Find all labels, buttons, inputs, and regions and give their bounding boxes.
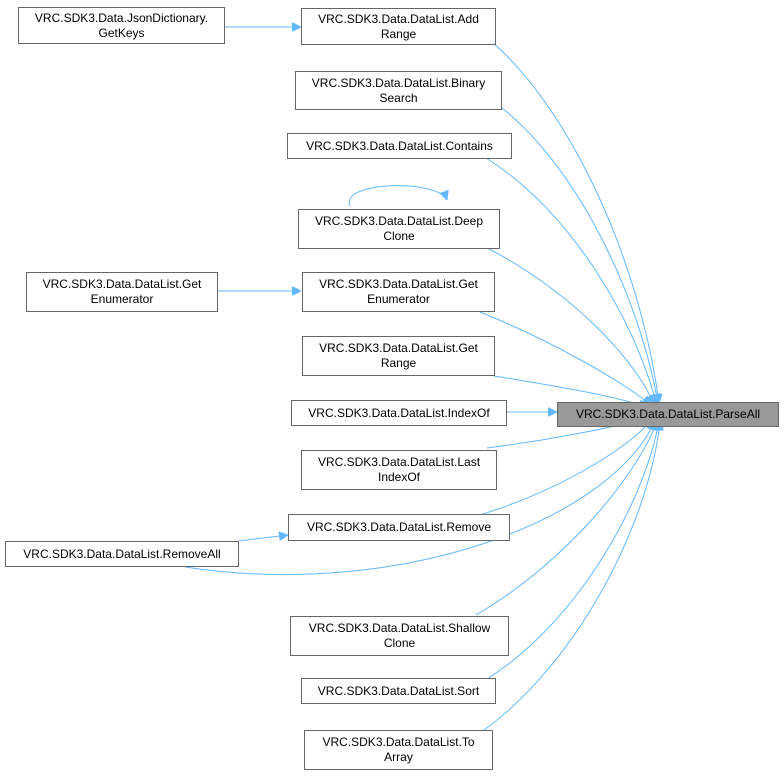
node-label: VRC.SDK3.Data.DataList.Get [319,341,478,355]
edge-sort-to-parseall [486,421,659,680]
node-toarray[interactable]: VRC.SDK3.Data.DataList.To Array [304,730,493,770]
node-binarysearch[interactable]: VRC.SDK3.Data.DataList.Binary Search [295,71,502,110]
node-getenumerator[interactable]: VRC.SDK3.Data.DataList.Get Enumerator [302,272,495,312]
node-label: VRC.SDK3.Data.DataList.Get [319,277,478,291]
edge-deepclone-self [349,185,447,207]
node-label: Array [384,750,413,764]
node-label: VRC.SDK3.Data.DataList.Remove [306,520,492,534]
node-label: VRC.SDK3.Data.DataList.Sort [317,683,480,698]
node-label: Enumerator [90,292,154,306]
node-label: VRC.SDK3.Data.DataList.IndexOf [308,405,490,420]
node-getenumerator-2[interactable]: VRC.SDK3.Data.DataList.Get Enumerator [26,272,218,312]
edge-shallowclone-to-parseall [475,421,657,616]
node-label: VRC.SDK3.Data.DataList.Get [42,277,202,291]
edge-remove-to-parseall [479,420,652,516]
edge-contains-to-parseall [485,157,656,403]
node-jsondictionary-getkeys[interactable]: VRC.SDK3.Data.JsonDictionary. GetKeys [18,7,225,44]
node-label: VRC.SDK3.Data.DataList.Shallow [308,621,491,635]
node-label: Search [379,90,418,105]
node-removeall[interactable]: VRC.SDK3.Data.DataList.RemoveAll [5,541,239,567]
edge-getenum-to-parseall [479,311,651,405]
node-label: Range [380,26,417,41]
node-label: GetKeys [98,25,145,40]
node-label: Clone [383,229,415,243]
node-label: VRC.SDK3.Data.DataList.Last [317,455,481,469]
node-label: VRC.SDK3.Data.JsonDictionary. [34,10,209,25]
node-label: VRC.SDK3.Data.DataList.RemoveAll [23,546,221,561]
node-label: VRC.SDK3.Data.DataList.ParseAll [575,407,761,421]
node-contains[interactable]: VRC.SDK3.Data.DataList.Contains [287,133,512,159]
edge-toarray-to-parseall [483,421,660,731]
node-indexof[interactable]: VRC.SDK3.Data.DataList.IndexOf [291,400,507,426]
node-parseall: VRC.SDK3.Data.DataList.ParseAll [557,402,779,427]
node-label: Clone [383,636,416,650]
node-addrange[interactable]: VRC.SDK3.Data.DataList.Add Range [301,8,496,45]
edge-deepclone-to-parseall [486,247,654,404]
edge-binarysearch-to-parseall [501,107,658,403]
node-label: IndexOf [377,470,421,484]
node-label: VRC.SDK3.Data.DataList.Contains [306,138,493,153]
node-deepclone[interactable]: VRC.SDK3.Data.DataList.Deep Clone [298,209,500,249]
node-label: VRC.SDK3.Data.DataList.Binary [311,75,486,90]
node-label: Range [380,356,417,370]
node-remove[interactable]: VRC.SDK3.Data.DataList.Remove [288,514,510,541]
edge-removeall-to-remove [238,535,288,542]
node-getrange[interactable]: VRC.SDK3.Data.DataList.Get Range [302,336,495,376]
edge-removeall-to-parseall [184,421,655,576]
node-lastindexof[interactable]: VRC.SDK3.Data.DataList.Last IndexOf [301,450,497,490]
node-shallowclone[interactable]: VRC.SDK3.Data.DataList.Shallow Clone [290,616,509,656]
node-label: VRC.SDK3.Data.DataList.Deep [314,214,484,228]
node-label: Enumerator [367,292,430,306]
node-label: VRC.SDK3.Data.DataList.To [322,735,475,749]
node-label: VRC.SDK3.Data.DataList.Add [318,11,479,26]
edge-addrange-to-parseall [492,42,659,403]
node-sort[interactable]: VRC.SDK3.Data.DataList.Sort [301,678,496,704]
